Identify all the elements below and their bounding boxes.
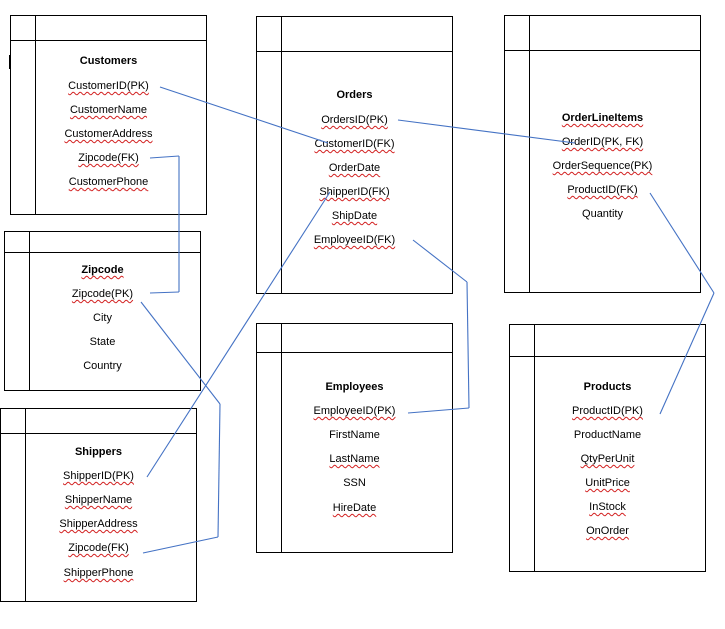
field-in-stock: InStock: [589, 501, 626, 513]
field-quantity: Quantity: [582, 208, 623, 220]
field-order-sequence: OrderSequence(PK): [552, 160, 653, 172]
entity-title: Shippers: [74, 446, 123, 458]
key-column-divider: [35, 16, 36, 214]
header-divider: [1, 433, 196, 434]
link-orders-employees: [407, 239, 470, 414]
link-orderlineitems-products: [649, 192, 715, 415]
field-shipper-address: ShipperAddress: [59, 518, 138, 530]
field-customer-zipcode: Zipcode(FK): [78, 152, 139, 164]
entity-orders: Orders OrdersID(PK) CustomerID(FK) Order…: [256, 16, 453, 294]
field-orders-id: OrdersID(PK): [321, 114, 388, 126]
entity-title: Orders: [336, 89, 373, 101]
header-divider: [257, 51, 452, 52]
entity-title: Customers: [79, 55, 138, 67]
field-unit-price: UnitPrice: [585, 477, 630, 489]
entity-shippers: Shippers ShipperID(PK) ShipperName Shipp…: [0, 408, 197, 602]
field-order-employee-id: EmployeeID(FK): [313, 234, 396, 246]
field-shipper-zipcode: Zipcode(FK): [68, 542, 129, 554]
entity-title: Employees: [325, 381, 384, 393]
field-line-product-id: ProductID(FK): [567, 184, 638, 196]
field-customer-name: CustomerName: [69, 104, 148, 116]
entity-employees: Employees EmployeeID(PK) FirstName LastN…: [256, 323, 453, 553]
field-last-name: LastName: [329, 453, 380, 465]
header-divider: [11, 40, 206, 41]
entity-customers: Customers CustomerID(PK) CustomerName Cu…: [10, 15, 207, 215]
entity-orderlineitems: OrderLineItems OrderID(PK, FK) OrderSequ…: [504, 15, 701, 293]
link-zipcode-shippers: [140, 301, 221, 554]
field-product-id: ProductID(PK): [572, 405, 643, 417]
entity-zipcode: Zipcode Zipcode(PK) City State Country: [4, 231, 201, 391]
field-ssn: SSN: [343, 477, 366, 489]
field-order-shipper-id: ShipperID(FK): [319, 186, 390, 198]
header-divider: [505, 50, 700, 51]
entity-title: Zipcode: [81, 264, 124, 276]
field-ship-date: ShipDate: [331, 210, 378, 222]
field-qty-per-unit: QtyPerUnit: [580, 453, 635, 465]
field-shipper-id: ShipperID(PK): [63, 470, 134, 482]
key-column-divider: [281, 17, 282, 293]
field-first-name: FirstName: [329, 429, 380, 441]
field-order-customer-id: CustomerID(FK): [314, 138, 395, 150]
header-divider: [510, 356, 705, 357]
field-on-order: OnOrder: [586, 525, 629, 537]
link-customers-zipcode: [149, 155, 180, 294]
field-product-name: ProductName: [573, 429, 642, 441]
field-employee-id: EmployeeID(PK): [313, 405, 396, 417]
key-column-divider: [534, 325, 535, 571]
key-column-divider: [29, 232, 30, 390]
field-zipcode-pk: Zipcode(PK): [71, 288, 134, 300]
header-divider: [257, 352, 452, 353]
field-order-date: OrderDate: [328, 162, 381, 174]
field-country: Country: [83, 360, 122, 372]
field-customer-address: CustomerAddress: [64, 128, 153, 140]
text-cursor: [9, 55, 10, 69]
field-hire-date: HireDate: [332, 502, 377, 514]
link-customers-orders: [159, 86, 329, 144]
key-column-divider: [25, 409, 26, 601]
header-divider: [5, 252, 200, 253]
field-customer-phone: CustomerPhone: [68, 176, 149, 188]
key-column-divider: [529, 16, 530, 292]
entity-title: OrderLineItems: [561, 112, 644, 124]
field-order-id: OrderID(PK, FK): [561, 136, 644, 148]
field-state: State: [89, 336, 116, 348]
entity-title: Products: [583, 381, 632, 393]
field-customer-id: CustomerID(PK): [68, 80, 149, 92]
field-shipper-phone: ShipperPhone: [63, 567, 134, 579]
field-shipper-name: ShipperName: [64, 494, 133, 506]
key-column-divider: [281, 324, 282, 552]
entity-products: Products ProductID(PK) ProductName QtyPe…: [509, 324, 706, 572]
link-shippers-orders: [146, 191, 331, 478]
link-orders-orderlineitems: [397, 119, 576, 144]
field-city: City: [93, 312, 112, 324]
